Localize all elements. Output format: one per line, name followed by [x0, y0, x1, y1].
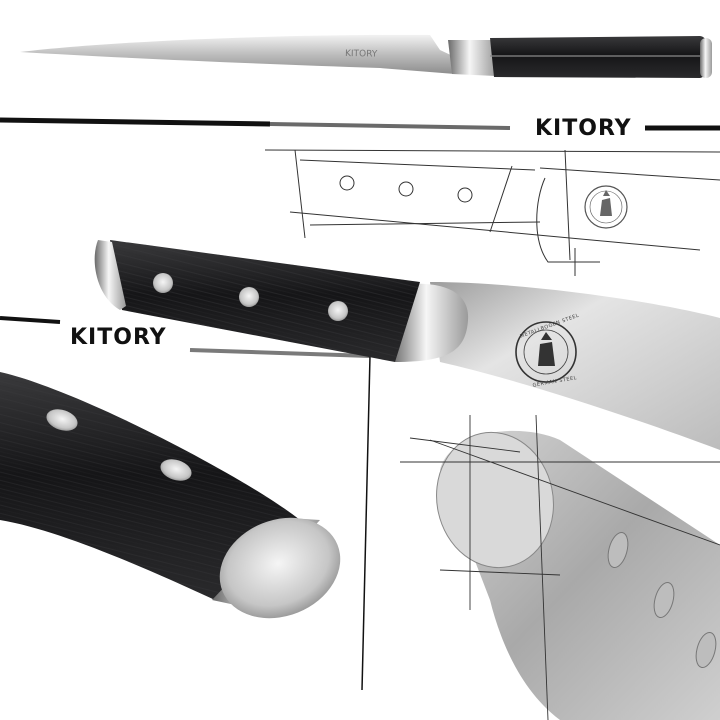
handle-endcap: [700, 38, 712, 78]
sketch-rivet-1: [339, 175, 355, 191]
damascus-endcap: [436, 431, 554, 569]
end-rivet-1: [46, 409, 78, 431]
kitory-logo-left: KITORY: [70, 325, 167, 350]
blade-engraving-text: KITORY: [345, 49, 378, 60]
sketch-rivet-3: [457, 187, 473, 203]
knife-blade: [20, 34, 455, 74]
end-cap: [219, 517, 341, 619]
large-blade: [430, 282, 720, 450]
handle-sketch: [264, 149, 720, 276]
full-knife: KITORY: [20, 34, 712, 78]
end-rivet-2: [160, 459, 192, 481]
divider-lines: [0, 117, 720, 691]
large-rivet-2: [239, 287, 259, 307]
damascus-rivet-1: [607, 531, 629, 569]
damascus-rivet-2: [653, 581, 675, 619]
large-rivet-1: [153, 273, 173, 293]
damascus-rivet-3: [695, 631, 717, 669]
kitory-logo-top: KITORY: [535, 116, 632, 141]
knife-handle: [490, 36, 712, 78]
large-endcap: [94, 240, 126, 310]
damascus-handle-sketch: [400, 414, 720, 720]
handle-closeup: METALLBOGEN STEEL GERMAN STEEL: [94, 240, 720, 450]
handle-end-closeup: [0, 372, 341, 619]
sketch-stamp-icon: [584, 185, 628, 229]
large-rivet-3: [328, 301, 348, 321]
sketch-rivet-2: [398, 181, 414, 197]
knife-bolster: [448, 40, 496, 76]
